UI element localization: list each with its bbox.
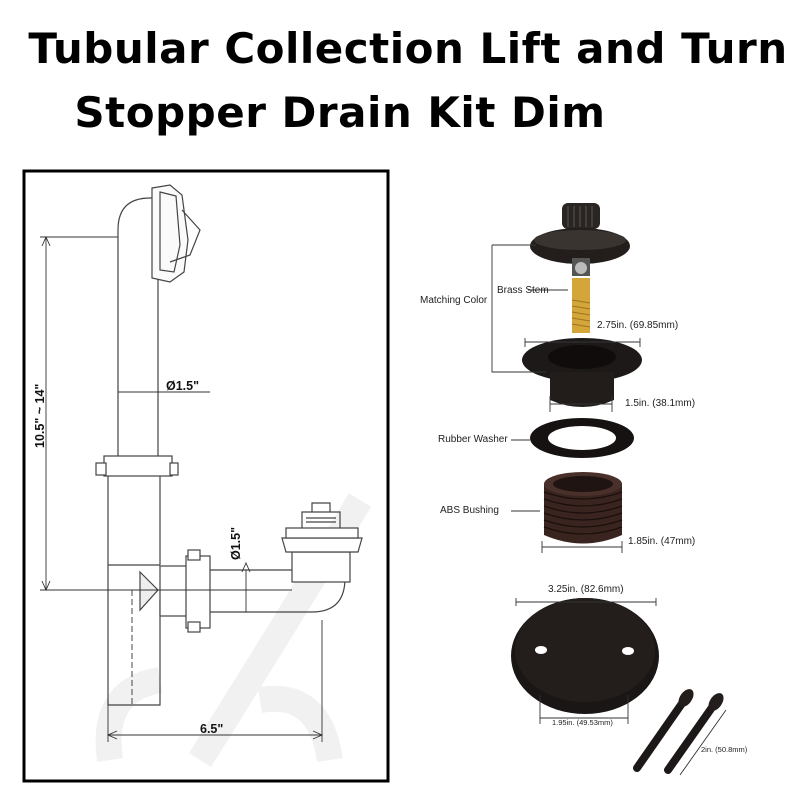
slip-nut <box>103 455 173 477</box>
stopper-knob <box>301 502 341 528</box>
matching-color-label: Matching Color <box>420 295 488 306</box>
title-line-2: Stopper Drain Kit Dim <box>74 88 606 137</box>
screws-part <box>633 689 724 774</box>
height-dimension: 10.5" ~ 14" <box>33 384 47 448</box>
stopper-part <box>530 203 630 333</box>
bushing-dimension: 1.85in. (47mm) <box>628 536 696 547</box>
stopper-dimension: 2.75in. (69.85mm) <box>597 320 679 331</box>
flange-dimension: 1.5in. (38.1mm) <box>625 398 696 409</box>
hole-spacing-dimension: 1.95in. (49.53mm) <box>552 718 613 727</box>
title-line-1: Tubular Collection Lift and Turn <box>28 24 788 73</box>
rubber-washer-label: Rubber Washer <box>438 434 508 445</box>
overflow-plate <box>151 184 189 283</box>
upper-diameter-label: Ø1.5" <box>166 379 199 393</box>
flange-part <box>522 338 642 407</box>
stopper-knob-grip <box>562 203 600 229</box>
tee-cone <box>139 570 159 612</box>
rubber-washer-part <box>530 418 634 458</box>
side-diameter-label: Ø1.5" <box>229 527 243 560</box>
abs-bushing-label: ABS Bushing <box>440 505 499 516</box>
drain-body <box>291 551 351 583</box>
screw-length-dimension: 2in. (50.8mm) <box>701 745 748 754</box>
drawing-frame <box>22 169 390 783</box>
overflow-faceplate-part <box>511 598 659 714</box>
brass-stem-label: Brass Stem <box>497 285 549 296</box>
abs-bushing-part <box>543 472 623 544</box>
width-dimension: 6.5" <box>200 722 223 736</box>
plate-dimension: 3.25in. (82.6mm) <box>548 584 624 595</box>
